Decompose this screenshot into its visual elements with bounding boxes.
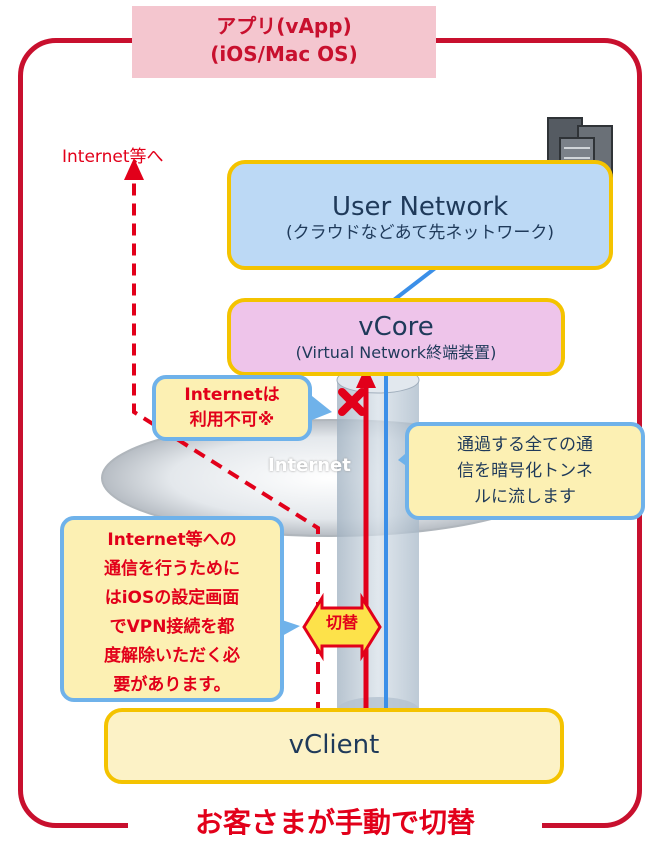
footer-title: お客さまが手動で切替: [128, 803, 542, 843]
no-internet-line2: 利用不可※: [189, 410, 275, 430]
user-network-box: User Network (クラウドなどあて先ネットワーク): [227, 160, 613, 270]
vclient-title: vClient: [288, 730, 380, 760]
internet-destination-label: Internet等へ: [62, 147, 164, 167]
app-title-line1: アプリ(vApp): [216, 14, 352, 38]
switch-label: 切替: [325, 613, 358, 632]
vcore-path-arrow: [356, 366, 376, 718]
manual-line6: 要があります。: [113, 675, 231, 695]
tunnel-callout: 通過する全ての通 信を暗号化トンネ ルに流します: [405, 422, 645, 520]
vclient-box: vClient: [104, 708, 564, 784]
app-title-line2: (iOS/Mac OS): [210, 42, 358, 66]
user-network-subtitle: (クラウドなどあて先ネットワーク): [286, 223, 554, 243]
no-internet-line1: Internetは: [184, 385, 280, 405]
vcore-subtitle: (Virtual Network終端装置): [295, 343, 497, 362]
no-internet-callout: Internetは 利用不可※: [152, 375, 312, 441]
manual-line2: 通信を行うために: [104, 559, 240, 579]
internet-cloud-label: Internet: [268, 455, 351, 476]
manual-switch-callout: Internet等への 通信を行うために はiOSの設定画面 でVPN接続を都 …: [60, 516, 284, 702]
vcore-title: vCore: [358, 312, 434, 342]
manual-line5: 度解除いただく必: [104, 646, 240, 666]
manual-line1: Internet等への: [107, 530, 237, 550]
tunnel-line2: 信を暗号化トンネ: [457, 461, 593, 481]
manual-line4: でVPN接続を都: [109, 617, 235, 637]
vcore-box: vCore (Virtual Network終端装置): [227, 298, 565, 376]
tunnel-line3: ルに流します: [474, 487, 576, 507]
user-network-title: User Network: [331, 192, 509, 222]
blocked-x-icon: [338, 388, 366, 416]
tunnel-cylinder: [336, 366, 420, 723]
switch-arrow-icon: [302, 592, 382, 662]
app-title: アプリ(vApp) (iOS/Mac OS): [132, 6, 436, 78]
blocked-callout-pointer: [312, 396, 332, 420]
manual-callout-pointer: [282, 620, 300, 636]
internet-path-arrow: [124, 158, 320, 714]
tunnel-line1: 通過する全ての通: [457, 435, 593, 455]
manual-line3: はiOSの設定画面: [104, 588, 240, 608]
